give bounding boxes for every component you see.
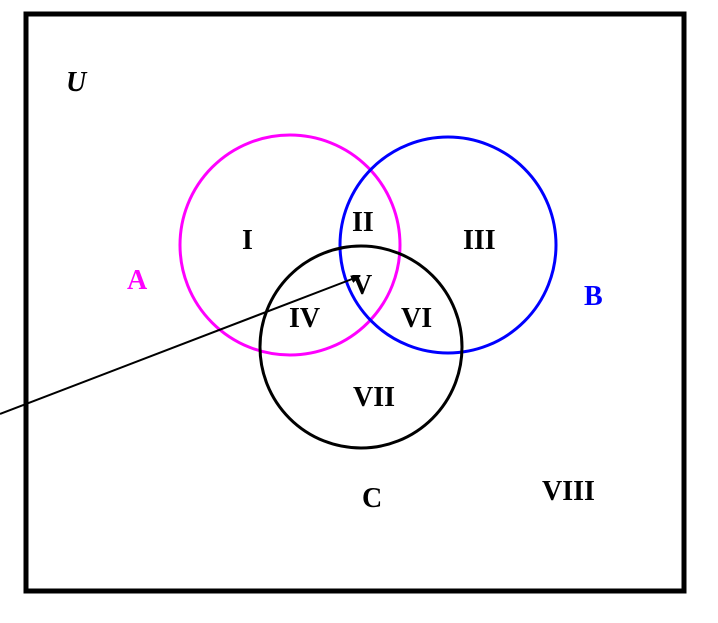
region-vii: VII [353, 382, 395, 413]
universe-frame [23, 11, 687, 594]
region-vi: VI [401, 303, 432, 334]
universe-label: U [66, 67, 88, 98]
pointer-arrow [0, 275, 361, 415]
set-b-label: B [584, 281, 603, 312]
circle-c [258, 244, 464, 450]
circle-a [178, 133, 402, 357]
region-iv: IV [289, 303, 320, 334]
circle-b [338, 135, 558, 355]
region-v: V [352, 270, 372, 301]
region-i: I [242, 225, 253, 256]
set-a-label: A [127, 265, 148, 296]
region-iii: III [463, 225, 496, 256]
set-c-label: C [362, 483, 382, 514]
region-ii: II [352, 207, 374, 238]
region-viii: VIII [542, 476, 595, 507]
